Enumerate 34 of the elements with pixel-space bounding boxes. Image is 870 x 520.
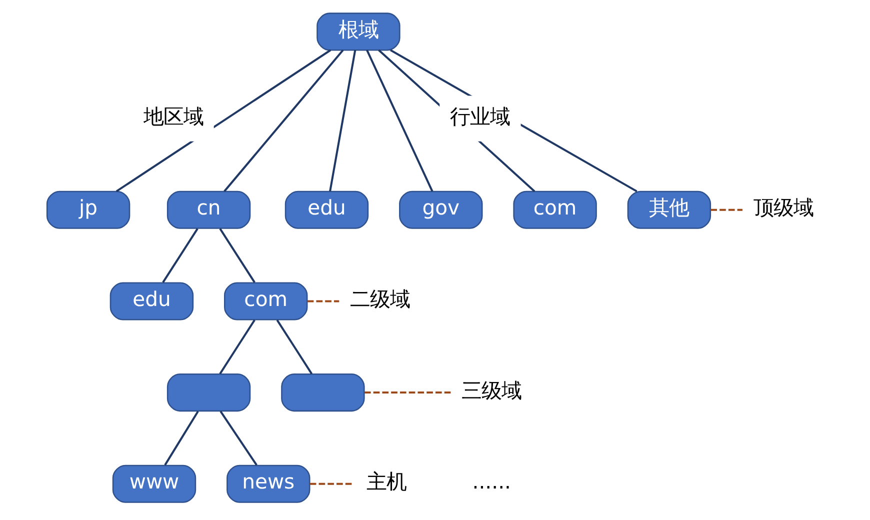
node-box: com bbox=[224, 282, 308, 320]
connector bbox=[276, 319, 312, 374]
node-box: jp bbox=[46, 190, 130, 229]
connector bbox=[218, 319, 255, 374]
connector bbox=[309, 482, 352, 485]
node-box: cn bbox=[166, 190, 250, 229]
connector bbox=[328, 50, 356, 192]
connector bbox=[164, 410, 198, 466]
label: 地区域 bbox=[142, 104, 203, 128]
node-box: edu bbox=[109, 282, 194, 320]
node-box: edu bbox=[284, 190, 368, 229]
connector bbox=[223, 49, 344, 192]
connector bbox=[218, 228, 255, 283]
label: 行业域 bbox=[450, 104, 510, 128]
connector bbox=[115, 49, 331, 192]
node-text: 二级域 bbox=[350, 287, 410, 312]
node-box: 根域 bbox=[316, 12, 400, 51]
node-text: 顶级域 bbox=[752, 196, 813, 220]
connector bbox=[306, 300, 339, 302]
node-box: gov bbox=[398, 190, 482, 229]
connector bbox=[366, 50, 433, 192]
connector bbox=[162, 228, 198, 283]
node-box: news bbox=[226, 464, 310, 503]
node-box bbox=[166, 374, 250, 412]
node-box: www bbox=[112, 464, 196, 503]
connector bbox=[710, 208, 742, 211]
node-text: 主机 bbox=[366, 470, 406, 494]
node-box: 其他 bbox=[626, 190, 711, 229]
connector bbox=[364, 392, 450, 394]
node-box bbox=[280, 374, 364, 412]
label: ...... bbox=[472, 470, 510, 494]
node-text: 三级域 bbox=[461, 378, 522, 402]
node-box: com bbox=[512, 190, 596, 229]
connector bbox=[219, 410, 257, 466]
